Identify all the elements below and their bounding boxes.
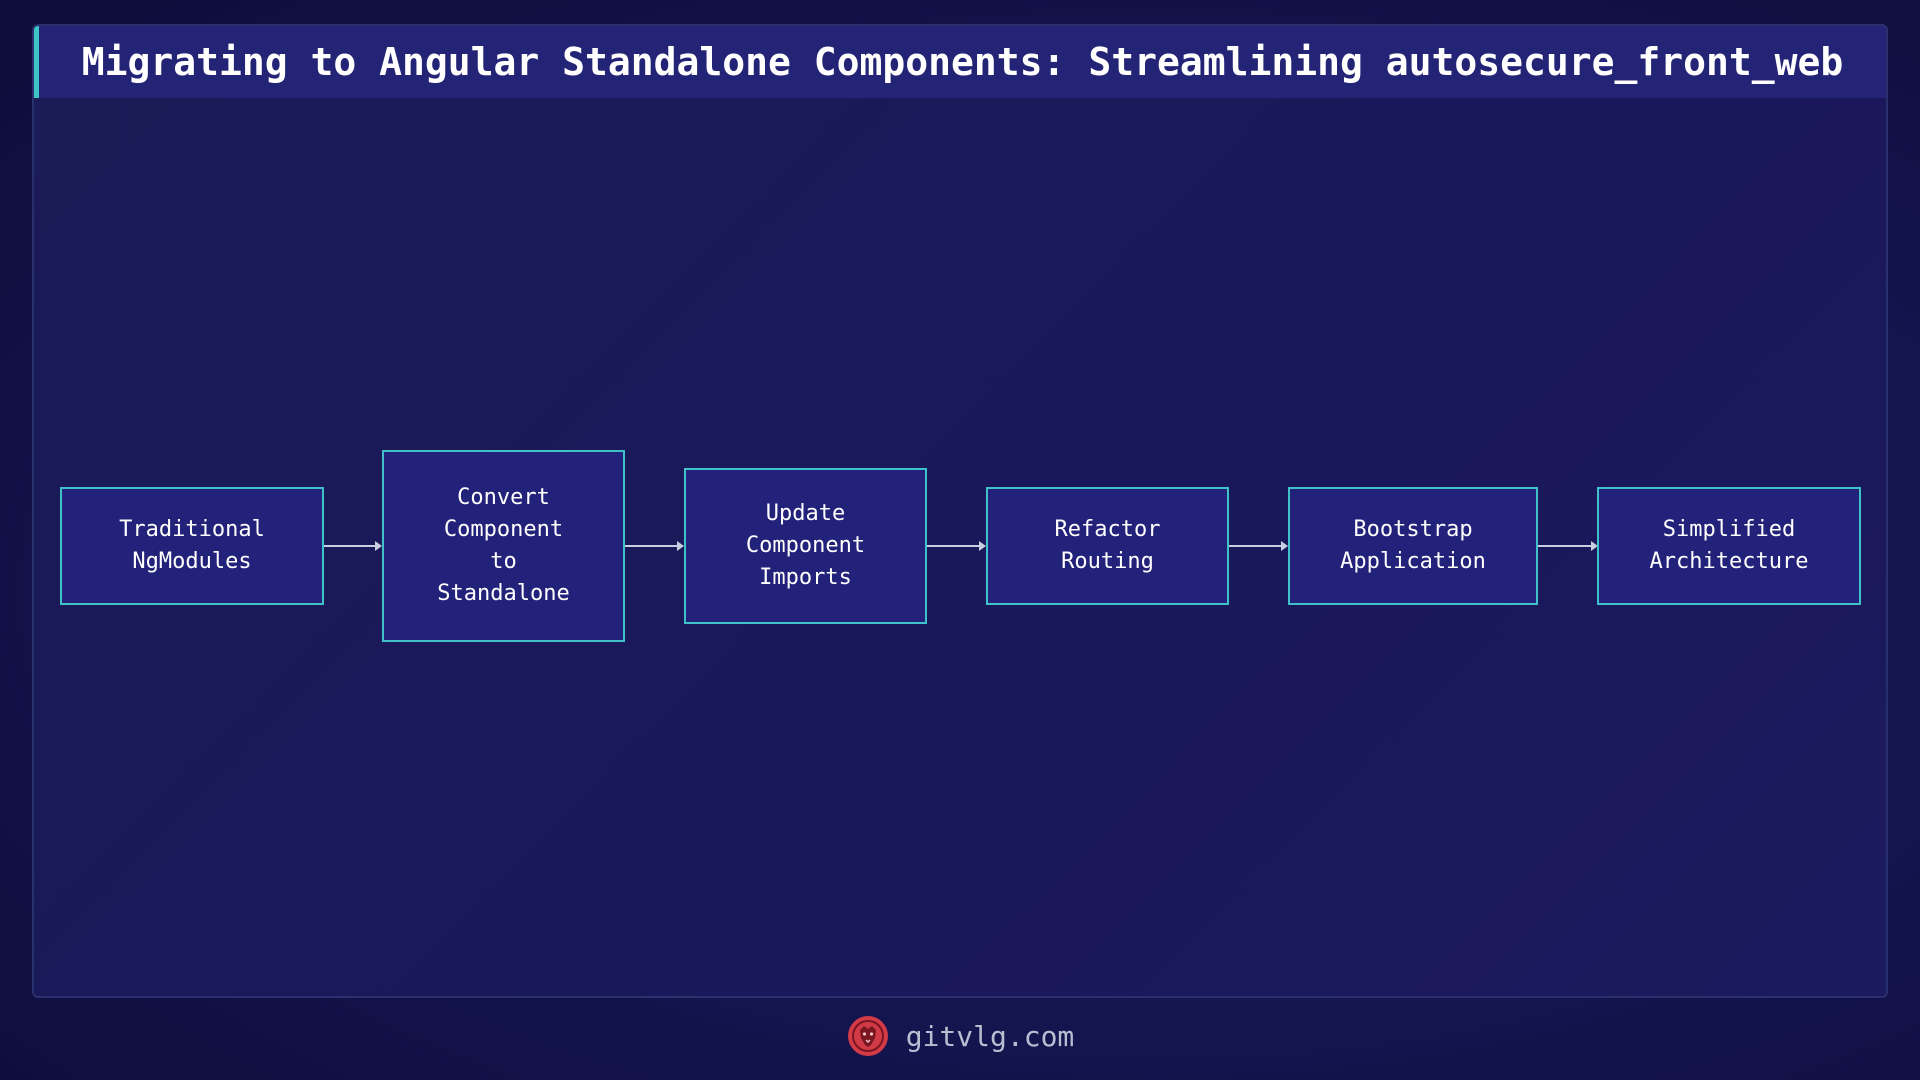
- flow-arrow: [625, 541, 684, 551]
- node-label: Refactor Routing: [1054, 517, 1161, 574]
- flow-arrow: [324, 541, 382, 551]
- node-label: Simplified Architecture: [1649, 517, 1809, 574]
- node-label: Update Component Imports: [745, 501, 866, 590]
- title-bar: Migrating to Angular Standalone Componen…: [34, 26, 1886, 98]
- flow-arrow: [927, 541, 986, 551]
- lion-head-icon: [847, 1016, 888, 1056]
- node-simplified-architecture: Simplified Architecture: [1597, 487, 1861, 605]
- node-label: Convert Component to Standalone: [437, 485, 570, 606]
- diagram-panel: Migrating to Angular Standalone Componen…: [32, 24, 1888, 998]
- flow-arrow: [1229, 541, 1288, 551]
- node-convert-component: Convert Component to Standalone: [382, 450, 625, 642]
- node-label: Traditional NgModules: [119, 517, 265, 574]
- node-update-imports: Update Component Imports: [684, 468, 927, 624]
- node-refactor-routing: Refactor Routing: [986, 487, 1229, 605]
- flow-arrow: [1538, 541, 1598, 551]
- page-title: Migrating to Angular Standalone Componen…: [81, 40, 1844, 84]
- node-traditional-ngmodules: Traditional NgModules: [60, 487, 324, 605]
- footer: gitvlg.com: [0, 1010, 1920, 1062]
- node-label: Bootstrap Application: [1340, 517, 1486, 574]
- node-bootstrap-application: Bootstrap Application: [1288, 487, 1538, 605]
- footer-site-link[interactable]: gitvlg.com: [905, 1019, 1075, 1053]
